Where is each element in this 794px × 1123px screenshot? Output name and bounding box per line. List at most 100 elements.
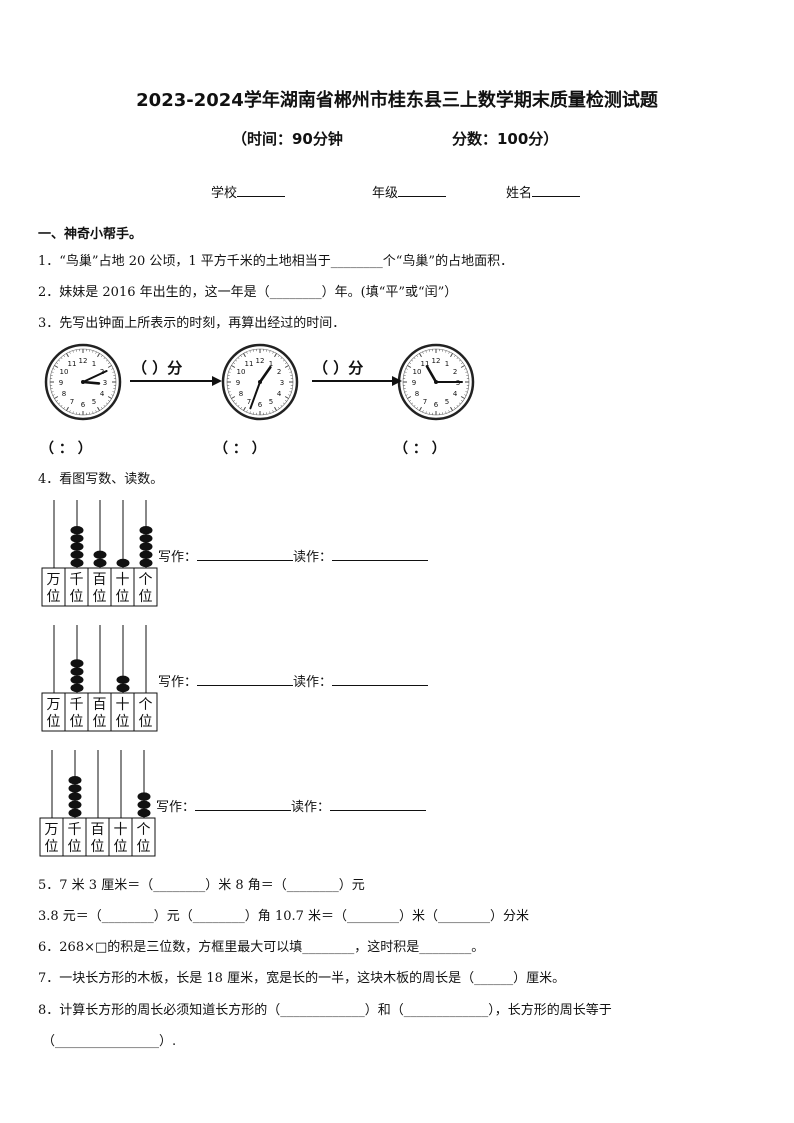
clock-number: 10 (412, 368, 421, 376)
clock-number: 7 (247, 398, 251, 406)
place-label: 位 (93, 589, 107, 605)
page-title: 2023-2024学年湖南省郴州市桂东县三上数学期末质量检测试题 (136, 90, 658, 111)
question-8a: 8．计算长方形的周长必须知道长方形的（_____________）和（_____… (38, 1003, 612, 1018)
time-blank-1[interactable]: （ ： ） (40, 441, 92, 457)
clock-number: 11 (68, 360, 77, 368)
write-read-1[interactable]: 写作：读作： (158, 546, 429, 565)
clock-number: 12 (432, 357, 441, 365)
abacus-bead (139, 534, 153, 543)
clock-number: 11 (245, 360, 254, 368)
question-1: 1．“鸟巢”占地 20 公顷，1 平方千米的土地相当于________个“鸟巢”… (38, 254, 514, 269)
write-read-3[interactable]: 写作：读作： (156, 796, 427, 815)
grade-label: 年级 (372, 186, 399, 201)
place-label: 位 (114, 839, 128, 855)
place-label: 十 (116, 572, 130, 588)
write-read-2[interactable]: 写作：读作： (158, 671, 429, 690)
arrow-1 (130, 376, 222, 386)
place-label: 万 (45, 822, 59, 838)
clock-number: 3 (280, 379, 284, 387)
place-label: 万 (47, 697, 61, 713)
question-7: 7．一块长方形的木板，长是 18 厘米，宽是长的一半，这块木板的周长是（____… (38, 971, 566, 986)
place-label: 位 (47, 589, 61, 605)
hour-hand (425, 365, 438, 384)
abacus-bead (116, 675, 130, 684)
clock-number: 9 (59, 379, 63, 387)
question-4: 4．看图写数、读数。 (38, 472, 164, 487)
hour-hand (81, 380, 101, 385)
place-label: 位 (93, 714, 107, 730)
clock-number: 2 (100, 368, 104, 376)
clock-number: 6 (258, 401, 263, 409)
clock-number: 4 (453, 390, 458, 398)
abacus-bead (137, 800, 151, 809)
abacus-bead (139, 558, 153, 568)
time-blank-3[interactable]: （ ： ） (394, 441, 446, 457)
arrow-2 (312, 376, 402, 386)
clock-number: 9 (236, 379, 240, 387)
clock-number: 6 (434, 401, 439, 409)
clock-number: 2 (277, 368, 281, 376)
abacus-bead (70, 526, 84, 535)
place-label: 百 (91, 822, 105, 838)
place-label: 千 (70, 697, 84, 713)
section-heading: 一、神奇小帮手。 (38, 227, 143, 242)
exam-time: （时间：90分钟 (232, 130, 343, 148)
place-label: 百 (93, 697, 107, 713)
minute-hand (249, 381, 261, 410)
clock-number: 8 (415, 390, 419, 398)
place-label: 位 (45, 839, 59, 855)
place-label: 万 (47, 572, 61, 588)
place-label: 百 (93, 572, 107, 588)
abacus-bead (70, 550, 84, 559)
place-label: 位 (47, 714, 61, 730)
clock-number: 2 (453, 368, 457, 376)
place-label: 十 (114, 822, 128, 838)
exam-score: 分数：100分） (452, 130, 559, 148)
clock-number: 1 (269, 360, 273, 368)
time-blank-2[interactable]: （ ： ） (214, 441, 266, 457)
abacus-bead (116, 683, 130, 693)
abacus-bead (70, 683, 84, 693)
place-label: 个 (139, 572, 153, 588)
place-label: 位 (139, 714, 153, 730)
clock-number: 4 (277, 390, 282, 398)
school-field[interactable]: 学校 (211, 182, 286, 201)
hour-hand (258, 365, 272, 384)
question-5a: 5．7 米 3 厘米＝（________）米 8 角＝（________）元 (38, 878, 365, 893)
clock-number: 8 (239, 390, 243, 398)
place-label: 位 (116, 589, 130, 605)
abacus-bead (68, 776, 82, 785)
clock-number: 10 (59, 368, 68, 376)
place-label: 位 (70, 589, 84, 605)
abacus-bead (68, 792, 82, 801)
abacus-bead (70, 534, 84, 543)
place-label: 位 (116, 714, 130, 730)
name-field[interactable]: 姓名 (506, 182, 581, 201)
abacus-bead (70, 542, 84, 551)
clock-number: 11 (421, 360, 430, 368)
clock-number: 7 (70, 398, 74, 406)
abacus-bead (70, 659, 84, 668)
question-6: 6．268×□的积是三位数，方框里最大可以填________，这时积是_____… (38, 940, 485, 955)
school-label: 学校 (211, 186, 238, 201)
place-label: 位 (68, 839, 82, 855)
clock-number: 9 (412, 379, 416, 387)
abacus-bead (70, 667, 84, 676)
grade-field[interactable]: 年级 (372, 182, 447, 201)
place-label: 十 (116, 697, 130, 713)
elapsed-minutes-2[interactable]: （ ）分 (313, 359, 364, 377)
place-label: 个 (137, 822, 151, 838)
clock-number: 1 (445, 360, 449, 368)
abacus-bead (70, 558, 84, 568)
abacus-bead (139, 526, 153, 535)
question-8b: （________________）. (42, 1034, 177, 1049)
elapsed-minutes-1[interactable]: （ ）分 (132, 359, 183, 377)
abacus-bead (68, 808, 82, 818)
